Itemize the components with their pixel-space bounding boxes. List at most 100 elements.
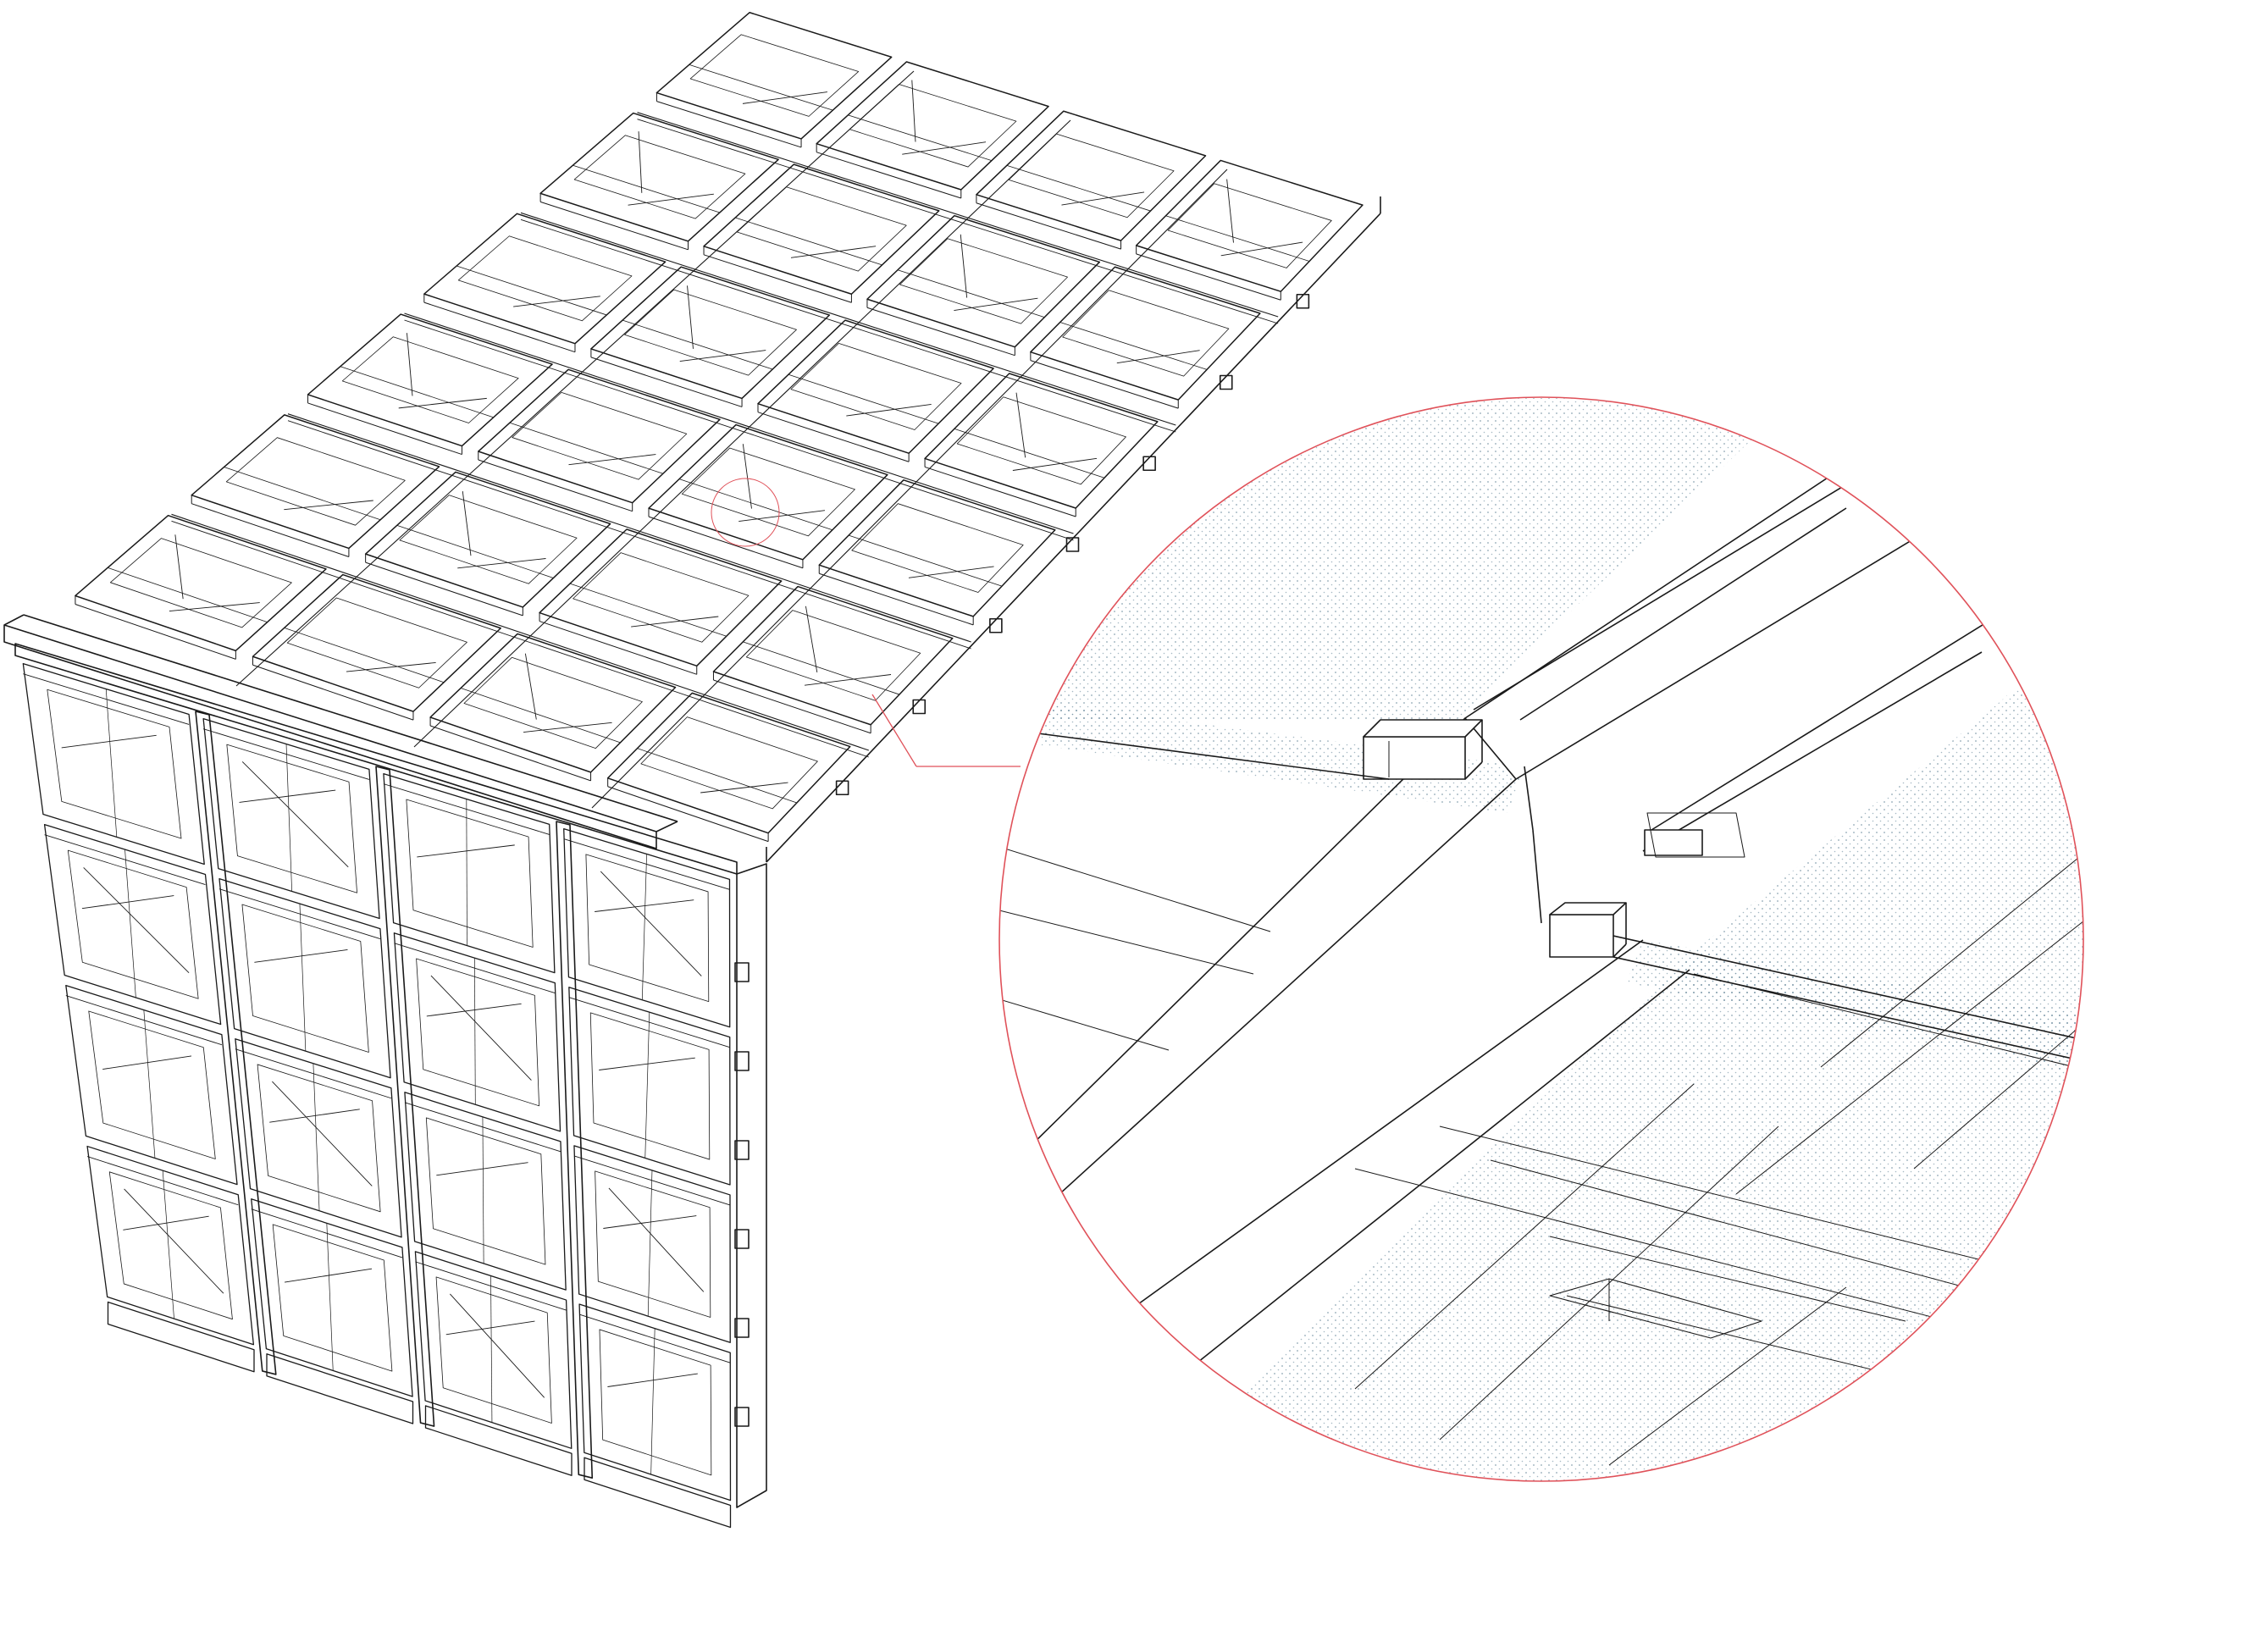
wall-glass-panel [43, 823, 222, 1026]
wall-panel-frame [425, 1117, 546, 1265]
roof-panel-edge [252, 664, 414, 721]
roof-panel-edge [703, 254, 852, 303]
wall-assembly [14, 643, 767, 1529]
roof-panel-frame [286, 597, 467, 689]
wall-stile [299, 904, 307, 1052]
roof-brace [628, 193, 714, 206]
roof-panel-frame [790, 343, 962, 430]
roof-crossbar [569, 583, 727, 637]
roof-crossbar [954, 428, 1105, 478]
wall-brace [450, 1293, 545, 1398]
wall-transom [219, 888, 381, 940]
detail-callout [711, 478, 1021, 767]
roof-panel-frame [573, 552, 750, 643]
roof-panel-edge [429, 725, 591, 782]
wall-transom [235, 1048, 392, 1099]
roof-glass-panel [539, 528, 783, 667]
roof-crossbar [284, 628, 445, 683]
roof-purlin-underside [404, 319, 1074, 541]
roof-panel-edge [816, 152, 961, 199]
detail-purlin-box [1363, 736, 1466, 780]
wall-glass-panel [202, 717, 380, 920]
roof-brace [1220, 241, 1303, 257]
roof-glass-panel [75, 514, 327, 652]
wall-side-bracket [734, 1318, 750, 1338]
roof-panel-frame [1008, 133, 1175, 218]
wall-glass-panel [86, 1145, 255, 1346]
roof-brace [1116, 350, 1200, 364]
detail-glazing-bar [1354, 1083, 1695, 1390]
roof-glass-panel [423, 213, 667, 345]
wall-transom [23, 673, 190, 725]
roof-support-stub [989, 617, 1003, 633]
detail-circle [998, 396, 2084, 1482]
wall-base-plate [107, 1301, 255, 1373]
roof-brace [742, 91, 827, 104]
roof-brace [790, 246, 877, 258]
roof-panel-frame [849, 84, 1017, 168]
roof-panel-edge [539, 621, 697, 675]
roof-crossbar [622, 319, 773, 370]
wall-stile [641, 854, 647, 1000]
roof-eave-beam-corner [656, 821, 678, 832]
wall-panel-frame [67, 849, 199, 999]
roof-crossbar [509, 422, 663, 474]
detail-hanger [1532, 829, 1542, 924]
wall-base-plate [266, 1353, 414, 1424]
wall-stile [490, 1275, 493, 1423]
wall-brace [607, 1373, 698, 1387]
detail-connector-box-top [1549, 902, 1627, 915]
roof-panel-edge [648, 516, 804, 569]
roof-purlin [637, 112, 1279, 318]
roof-panel-frame [573, 135, 746, 219]
wall-panel-frame [435, 1276, 552, 1424]
detail-glazing-lower [1143, 618, 2083, 1481]
roof-panel-edge [1136, 253, 1281, 301]
detail-glazing-bar [1913, 1015, 2083, 1170]
wall-brace [430, 975, 532, 1081]
roof-crossbar [460, 688, 621, 744]
roof-purlin [171, 513, 870, 751]
roof-panel-frame [1062, 290, 1230, 377]
roof-eave-beam-top [23, 614, 678, 822]
roof-brace [407, 333, 413, 396]
wall-glass-panel [251, 1198, 413, 1397]
wall-transom [202, 728, 370, 780]
detail-cap-plate [1646, 812, 1745, 858]
roof-panel-frame [745, 610, 921, 701]
wall-glass-panel [22, 663, 205, 866]
roof-glass-panel [818, 479, 1056, 617]
wall-panel-frame [416, 958, 539, 1107]
detail-glazing-edge [1042, 703, 1524, 813]
wall-glass-panel [219, 878, 391, 1079]
roof-panel-edge [191, 503, 350, 557]
roof-rafter [413, 119, 1071, 748]
wall-brace [426, 1003, 522, 1017]
roof-crossbar [743, 641, 900, 695]
roof-panel-edge [866, 307, 1015, 357]
roof-eave-beam [3, 624, 657, 849]
roof-brace [398, 397, 487, 409]
roof-brace [687, 285, 694, 349]
roof-panel-frame [899, 238, 1068, 324]
wall-base-plate [424, 1405, 573, 1476]
roof-brace [908, 566, 994, 578]
wall-mullion [375, 766, 435, 1427]
wall-glass-panel [393, 932, 561, 1132]
roof-panel-frame [681, 447, 855, 537]
roof-purlin-underside [637, 119, 1279, 324]
wall-transom [251, 1208, 403, 1258]
roof-glass-panel [976, 110, 1207, 241]
roof-glass-panel [703, 163, 940, 295]
roof-brace [902, 141, 987, 155]
detail-eave-line [999, 727, 1390, 780]
roof-brace [1226, 179, 1234, 243]
roof-brace [638, 131, 643, 193]
detail-purlin-box-top [1363, 719, 1483, 738]
wall-brace [599, 1057, 695, 1070]
roof-crossbar [848, 114, 993, 161]
roof-crossbar [788, 373, 939, 424]
detail-rafter-edge [1651, 609, 2008, 831]
wall-transom [568, 997, 730, 1048]
roof-glass-panel [429, 633, 677, 773]
